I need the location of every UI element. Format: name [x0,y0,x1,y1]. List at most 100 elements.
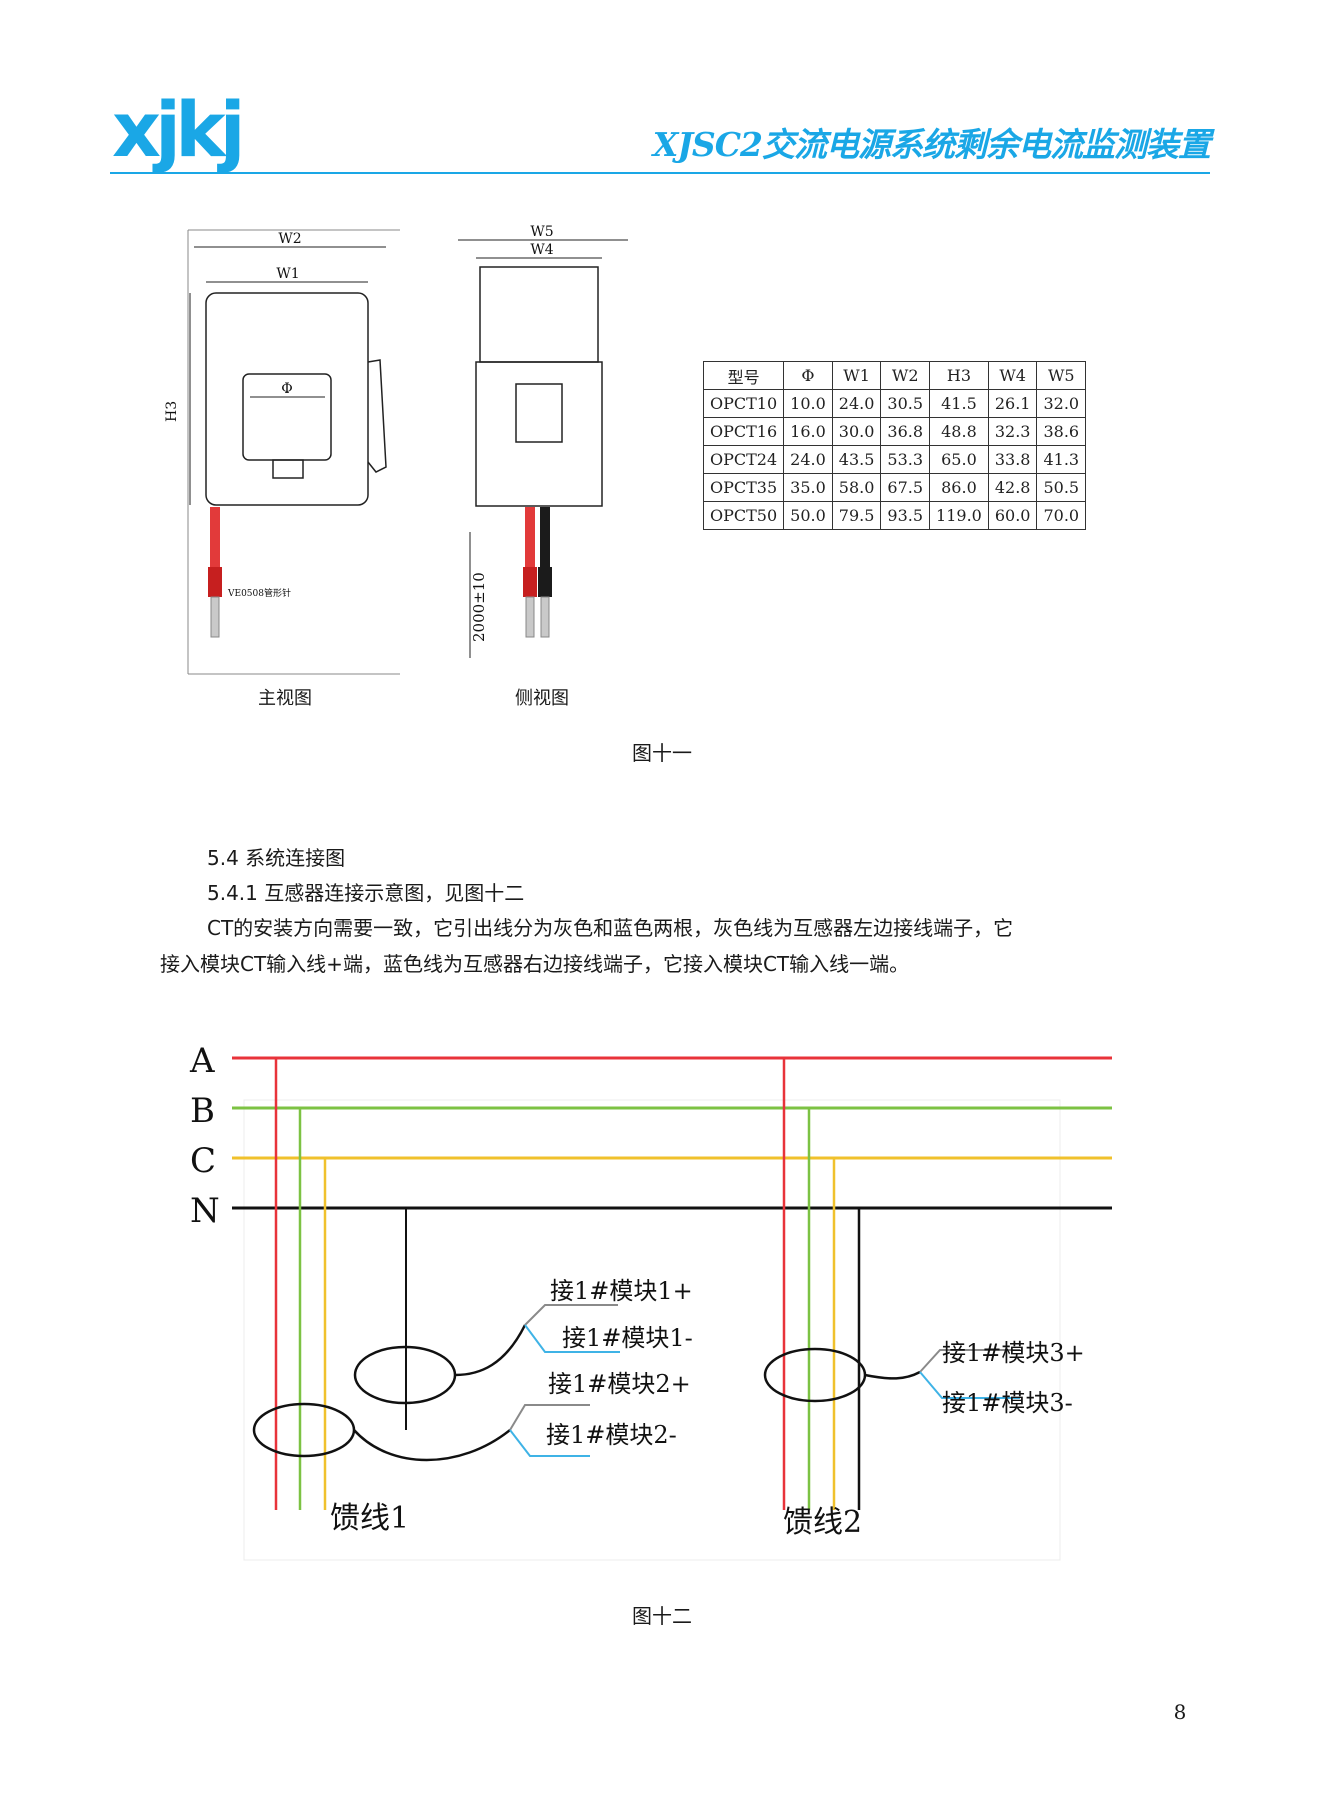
main-pin-sleeve [208,567,222,597]
ct-side-top [479,266,599,363]
m3-minus-label: 接1#模块3- [942,1389,1073,1417]
table-cell: 70.0 [1036,501,1087,530]
table-cell: 65.0 [929,445,989,474]
h3-label: H3 [164,401,180,422]
cable-length-label: 2000±10 [470,572,488,642]
company-logo: xjkj [112,88,246,174]
table-cell: 93.5 [880,501,931,530]
table-cell: 43.5 [831,445,882,474]
table-cell: 50.5 [1036,473,1087,502]
table-cell: 67.5 [880,473,931,502]
table-cell: 33.8 [987,445,1038,474]
feeder-2-label: 馈线2 [783,1505,862,1540]
table-cell: 30.0 [831,417,882,446]
wiring-diagram: A B C N 接1#模块1+ 接1#模块1- 接1#模块2+ 接1#模块2- … [189,1041,1112,1561]
main-pin [210,596,220,638]
phase-c-label: C [190,1141,216,1181]
phase-a-label: A [189,1041,215,1081]
table-cell: OPCT16 [702,417,785,446]
ct-side-window [515,383,563,443]
side-red-pin [525,596,535,638]
table-cell: OPCT24 [702,445,785,474]
table-cell: 32.3 [987,417,1038,446]
header-cell: W2 [880,361,931,390]
figure-12-caption: 图十二 [632,1604,692,1628]
table-cell: 30.5 [880,389,931,418]
table-cell: 53.3 [880,445,931,474]
table-cell: OPCT10 [702,389,785,418]
table-cell: 26.1 [987,389,1038,418]
table-cell: 10.0 [783,389,833,418]
ct-dimension-drawings: W2 W1 Φ H3 W5 W4 VE0508管形针 2000±10 [164,224,628,675]
side-black-lead [540,507,550,567]
table-cell: 41.3 [1036,445,1087,474]
m1-minus-label: 接1#模块1- [562,1324,693,1352]
table-cell: OPCT50 [702,501,785,530]
table-cell: 41.5 [929,389,989,418]
ct-side-clip [367,359,387,473]
m2-minus-label: 接1#模块2- [546,1421,677,1449]
section-heading: 5.4 系统连接图 [207,846,346,870]
page-number: 8 [1173,1700,1187,1724]
table-header-row: 型号 Φ W1 W2 H3 W4 W5 [702,361,1087,390]
table-row: OPCT50 50.0 79.5 93.5 119.0 60.0 70.0 [702,501,1087,530]
table-cell: 50.0 [783,501,833,530]
paragraph-line-2: 接入模块CT输入线+端，蓝色线为互感器右边接线端子，它接入模块CT输入线一端。 [160,952,910,976]
m3-plus-label: 接1#模块3+ [942,1339,1085,1367]
pin-note: VE0508管形针 [227,587,291,599]
w5-label: W5 [530,224,553,240]
feeder-1-label: 馈线1 [330,1501,409,1536]
ct-ring-2 [252,1402,356,1458]
header-divider [110,172,1210,174]
table-cell: 35.0 [783,473,833,502]
subsection-heading: 5.4.1 互感器连接示意图，见图十二 [207,881,525,905]
table-row: OPCT24 24.0 43.5 53.3 65.0 33.8 41.3 [702,445,1087,474]
table-cell: 36.8 [880,417,931,446]
w4-label: W4 [530,242,553,258]
side-red-lead [525,507,535,567]
table-cell: 86.0 [929,473,989,502]
phi-label: Φ [281,381,292,397]
ct-spec-table: 型号 Φ W1 W2 H3 W4 W5 OPCT10 10.0 24.0 30.… [702,361,1087,530]
phase-b-label: B [190,1091,215,1131]
phase-n-label: N [190,1191,220,1231]
table-cell: 58.0 [831,473,882,502]
w1-label: W1 [276,266,299,282]
table-cell: 119.0 [929,501,989,530]
w2-label: W2 [278,231,301,247]
side-black-pin [540,596,550,638]
table-cell: 32.0 [1036,389,1087,418]
ct-latch [272,459,304,479]
header-cell: H3 [929,361,989,390]
table-cell: 24.0 [831,389,882,418]
header-cell: Φ [783,361,833,390]
ct-side-bottom [475,361,603,507]
table-cell: 48.8 [929,417,989,446]
table-row: OPCT35 35.0 58.0 67.5 86.0 42.8 50.5 [702,473,1087,502]
table-row: OPCT16 16.0 30.0 36.8 48.8 32.3 38.6 [702,417,1087,446]
main-view-caption: 主视图 [258,688,312,709]
logo-text: xjkj [112,88,240,174]
table-cell: 24.0 [783,445,833,474]
table-row: OPCT10 10.0 24.0 30.5 41.5 26.1 32.0 [702,389,1087,418]
table-cell: 38.6 [1036,417,1087,446]
side-red-sleeve [523,567,537,597]
table-cell: 42.8 [987,473,1038,502]
side-black-sleeve [538,567,552,597]
document-title: XJSC2交流电源系统剩余电流监测装置 [652,125,1211,164]
figure-11-caption: 图十一 [632,741,692,765]
header-cell: W1 [831,361,882,390]
header-cell: W4 [987,361,1038,390]
ct-main-body [205,292,369,506]
header-cell: W5 [1036,361,1087,390]
m2-plus-label: 接1#模块2+ [548,1370,691,1398]
header-cell: 型号 [702,361,785,390]
ct-ring-3 [763,1347,867,1403]
table-cell: 16.0 [783,417,833,446]
table-cell: 79.5 [831,501,882,530]
main-red-lead [210,507,220,567]
side-view-caption: 侧视图 [515,688,569,709]
m1-plus-label: 接1#模块1+ [550,1277,693,1305]
table-cell: OPCT35 [702,473,785,502]
table-cell: 60.0 [987,501,1038,530]
